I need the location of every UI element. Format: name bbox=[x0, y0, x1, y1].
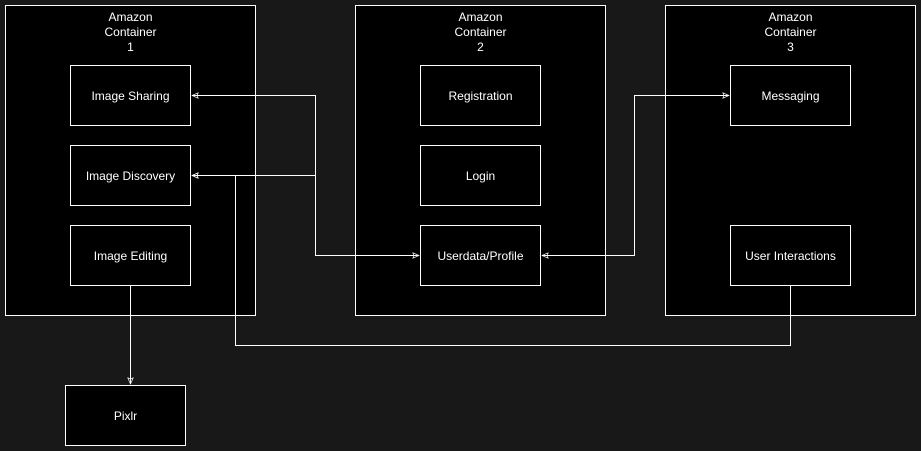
image-editing-label: Image Editing bbox=[93, 248, 168, 263]
container-1-title: Amazon Container 1 bbox=[104, 10, 157, 54]
messaging-node[interactable]: Messaging bbox=[730, 65, 851, 126]
pixlr-label: Pixlr bbox=[113, 408, 138, 423]
messaging-label: Messaging bbox=[761, 88, 820, 103]
login-label: Login bbox=[465, 168, 496, 183]
image-discovery-node[interactable]: Image Discovery bbox=[70, 145, 191, 206]
image-editing-node[interactable]: Image Editing bbox=[70, 225, 191, 286]
login-node[interactable]: Login bbox=[420, 145, 541, 206]
userdata-profile-label: Userdata/Profile bbox=[437, 248, 524, 263]
userdata-profile-node[interactable]: Userdata/Profile bbox=[420, 225, 541, 286]
registration-label: Registration bbox=[448, 88, 513, 103]
pixlr-node[interactable]: Pixlr bbox=[65, 385, 186, 446]
image-discovery-label: Image Discovery bbox=[85, 168, 176, 183]
container-3-title: Amazon Container 3 bbox=[764, 10, 817, 54]
container-2-title: Amazon Container 2 bbox=[454, 10, 507, 54]
image-sharing-label: Image Sharing bbox=[91, 88, 170, 103]
image-sharing-node[interactable]: Image Sharing bbox=[70, 65, 191, 126]
registration-node[interactable]: Registration bbox=[420, 65, 541, 126]
user-interactions-label: User Interactions bbox=[745, 248, 836, 263]
user-interactions-node[interactable]: User Interactions bbox=[730, 225, 851, 286]
